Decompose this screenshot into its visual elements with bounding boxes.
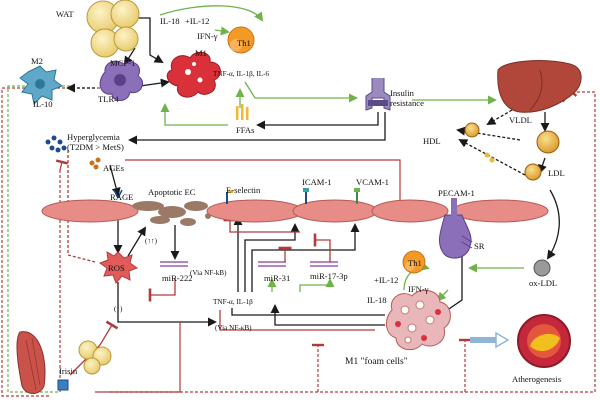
ros-burst xyxy=(98,251,139,284)
endothelium-layer xyxy=(41,188,549,226)
label-il12-mid: +IL-12 xyxy=(374,275,398,285)
liver xyxy=(497,60,582,113)
m1-macrophage-top xyxy=(166,51,221,98)
label-tlr4: TLR4 xyxy=(98,94,119,104)
insulin-receptor xyxy=(365,78,391,111)
label-cytokines-top: TNF-α, IL-1β, IL-6 xyxy=(213,70,270,78)
label-up-arrow: (↑) xyxy=(114,305,123,313)
foam-cells xyxy=(386,289,451,351)
label-wat: WAT xyxy=(56,9,74,19)
label-ros: ROS xyxy=(108,263,125,273)
label-m2: M2 xyxy=(31,56,43,66)
label-sr: SR xyxy=(474,241,485,251)
label-mcp1: MCP-1 xyxy=(110,58,135,68)
label-hyperglycemia: Hyperglycemia xyxy=(67,132,120,142)
m2-macrophage xyxy=(19,65,64,106)
arrows-network xyxy=(66,5,560,393)
label-insulin: Insulin xyxy=(390,88,415,98)
glucose-dots xyxy=(45,135,101,170)
label-foam-cells: M1 "foam cells" xyxy=(345,356,408,367)
label-m1-top: M1 xyxy=(195,48,207,58)
label-cytokines-mid: TNF-α, IL-1β xyxy=(213,298,253,306)
label-pecam1: PECAM-1 xyxy=(438,188,475,198)
th1-cell-mid xyxy=(402,250,426,274)
label-il18-top: IL-18 xyxy=(160,16,180,26)
artery-cross-section xyxy=(517,314,571,368)
ffa-icon xyxy=(236,104,249,120)
label-rage: RAGE xyxy=(110,192,133,202)
text-labels: WAT MCP-1 IL-18 +IL-12 IFN-γ Th1 M1 TNF-… xyxy=(31,9,565,384)
label-irisin: Irisin xyxy=(59,366,78,376)
scavenger-macrophage xyxy=(438,198,473,259)
label-resistance: resistance xyxy=(390,98,424,108)
mirna-hairpins xyxy=(160,261,338,267)
label-vldl: VLDL xyxy=(509,115,532,125)
label-hdl: HDL xyxy=(423,136,441,146)
label-ifng-mid: IFN-γ xyxy=(408,284,429,294)
label-via-nfkb-2: (Via NF-κB) xyxy=(215,324,252,332)
label-t2dm: (T2DM > MetS) xyxy=(67,142,124,152)
label-ffas: FFAs xyxy=(236,125,255,135)
wat-adipocytes xyxy=(86,0,140,58)
label-up-arrows: (↑↑) xyxy=(145,237,158,245)
dendritic-cell xyxy=(99,60,143,101)
label-mir31: miR-31 xyxy=(264,273,290,283)
label-mir173p: miR-17-3p xyxy=(310,271,348,281)
label-ldl: LDL xyxy=(548,168,565,178)
label-vcam1: VCAM-1 xyxy=(356,177,389,187)
label-via-nfkb-1: (Via NF-kB) xyxy=(190,269,227,277)
lipoproteins xyxy=(464,122,560,277)
label-eselectin: E-selectin xyxy=(226,185,261,195)
label-ifng-top: IFN-γ xyxy=(197,31,218,41)
label-il18-mid: IL-18 xyxy=(367,295,387,305)
label-oxldl: ox-LDL xyxy=(529,278,557,288)
th1-cell-top xyxy=(227,26,255,54)
label-il12-top: +IL-12 xyxy=(185,16,209,26)
label-apoptotic-ec: Apoptotic EC xyxy=(148,187,196,197)
label-il10: IL-10 xyxy=(33,99,53,109)
label-icam1: ICAM-1 xyxy=(302,177,332,187)
muscle-irisin xyxy=(16,331,112,394)
label-atherogenesis: Atherogenesis xyxy=(512,374,562,384)
label-th1-top: Th1 xyxy=(237,38,251,48)
label-th1-mid: Th1 xyxy=(408,258,422,268)
label-ages: AGEs xyxy=(103,163,125,173)
label-mir222: miR-222 xyxy=(162,273,193,283)
